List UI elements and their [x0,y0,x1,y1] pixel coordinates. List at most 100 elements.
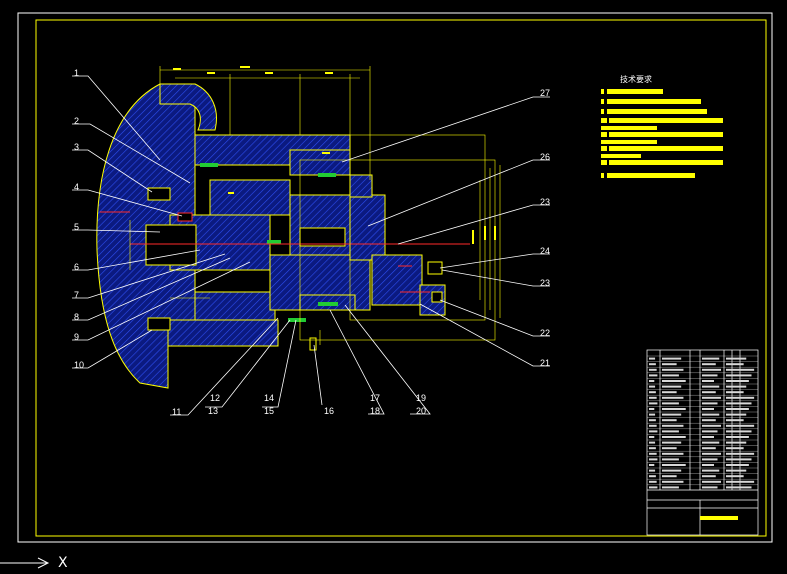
title-block-cell-text [649,391,656,394]
title-block-cell-text [662,441,682,444]
title-block-cell-text [702,486,718,489]
title-block-cell-text [726,413,747,416]
title-block-cell-text [662,475,677,478]
title-block-cell-text [662,391,677,394]
part-label-21: 21 [540,358,551,368]
part-label-1: 1 [74,68,80,78]
title-block-cell-text [649,458,658,461]
seal-d [318,302,338,306]
dimension-text-marks [173,66,496,244]
title-block-cell-text [726,475,744,478]
title-block-cell-text [726,486,752,489]
title-block-cell-text [649,441,656,444]
housing-upper-right [289,149,351,176]
title-block-cell-text [662,464,686,466]
bolt-10 [147,317,171,331]
bolt-24 [427,261,443,275]
title-block-cell-text [649,413,656,416]
title-block-cell-text [726,436,749,438]
title-block-cell-text [702,452,721,455]
bolt-22 [431,291,443,303]
title-block-cell-text [649,380,655,382]
title-block-cell-text [662,436,686,438]
title-block-cell-text [662,396,684,399]
title-block-cell-text [662,368,684,371]
title-block-cell-text [702,441,720,444]
title-block-cell-text [649,419,656,422]
part-label-9: 9 [74,332,80,342]
dimension-lines [129,66,501,345]
title-block-cell-text [649,363,656,366]
title-block-cell-text [702,396,721,399]
title-block-cell-text [702,475,716,478]
title-block-cell-text [662,480,684,483]
part-label-13: 13 [208,406,219,416]
title-block-cell-text [726,408,749,410]
title-block-cell-text [726,419,744,422]
title-block-cell-text [702,402,718,405]
title-block-cell-text [649,402,658,405]
title-block-fills [700,516,738,520]
part-label-18: 18 [370,406,381,416]
title-block-cell-text [702,469,720,472]
title-block-cell-text [649,430,658,433]
title-block-cell-text [662,380,686,382]
title-block-cell-text [702,447,716,450]
title-block-cell-text [649,424,657,427]
title-block-cell-text [726,374,752,377]
part-label-17: 17 [370,393,381,403]
title-block-cell-text [702,413,720,416]
title-block-cell-text [726,480,755,483]
rod-upper [209,179,291,216]
title-block-cell-text [662,469,682,472]
title-block-cell-text [649,486,658,489]
seal-c [288,318,306,322]
title-block-cell-text [649,396,657,399]
title-block-cell-text [649,464,655,466]
title-block-cell-text [702,385,720,388]
ucs-x-label: X [58,555,68,571]
title-block-cell-text [726,458,752,461]
title-block-cell-text [649,469,656,472]
title-block-cell-text [649,374,658,377]
housing-lower-block [167,319,279,347]
part-label-8: 8 [74,312,80,322]
title-block-cell-text [702,464,714,466]
part-label-23-upper: 23 [540,197,551,207]
title-block-cell-text [726,368,755,371]
title-block-cell-text [726,430,752,433]
title-block-rows [647,355,758,489]
title-block-cell-text [662,402,679,405]
end-cap-top [349,174,373,198]
piston-cavity [145,224,197,266]
block-right [371,254,423,306]
fixture-hook [159,83,217,131]
part-label-4: 4 [74,182,80,192]
title-block-cell-text [662,430,679,433]
title-block-cell-text [662,413,682,416]
title-block-cell-text [649,385,656,388]
leader-lines [72,75,550,416]
part-label-15: 15 [264,406,275,416]
part-label-12: 12 [210,393,221,403]
part-label-22: 22 [540,328,551,338]
tech-requirements-lines [601,89,723,178]
part-label-14: 14 [264,393,275,403]
title-block-cell-text [702,419,716,422]
title-block-cell-text [726,357,747,360]
title-block-cell-text [702,408,714,410]
part-label-10: 10 [74,360,85,370]
title-block-cell-text [702,391,716,394]
title-block-cell-text [726,447,744,450]
title-block-cell-text [702,436,714,438]
seal-e [267,240,281,244]
piston-inner [299,227,346,247]
bolt-4 [177,212,193,222]
part-label-19: 19 [416,393,427,403]
title-block-cell-text [662,385,682,388]
title-block-cell-text [702,374,718,377]
title-block [646,349,759,536]
title-block-cell-text [649,452,657,455]
part-label-2: 2 [74,116,80,126]
title-block-cell-text [702,368,721,371]
